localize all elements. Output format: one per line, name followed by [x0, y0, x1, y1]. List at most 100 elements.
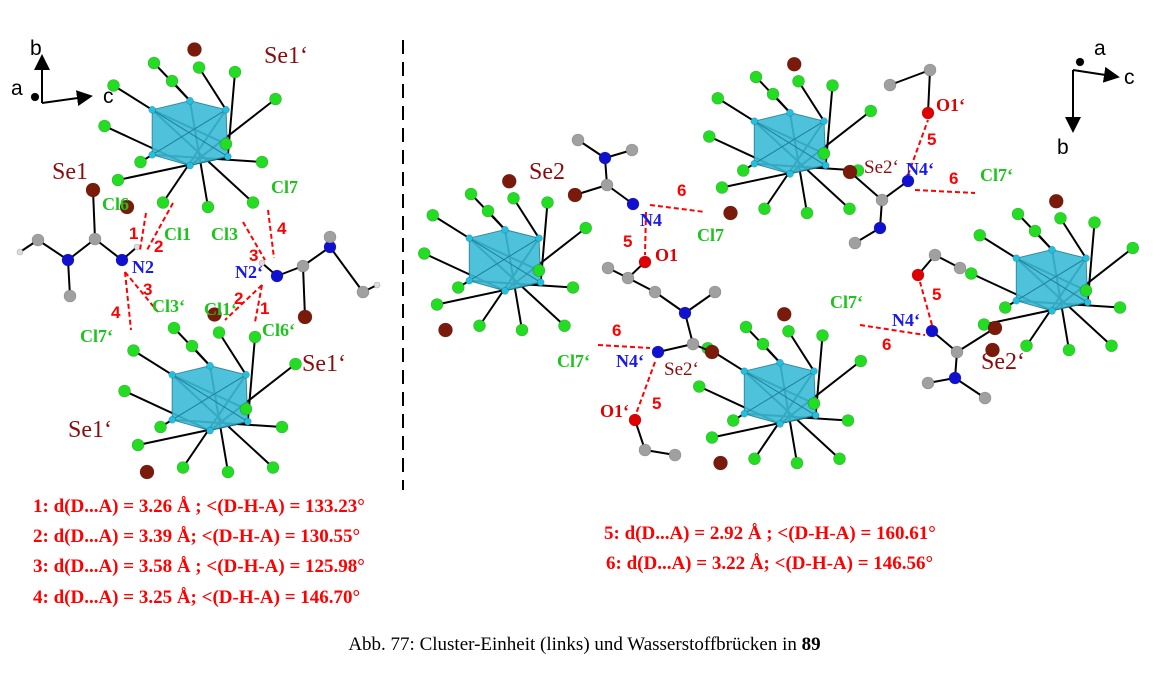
- cluster-bond: [432, 214, 470, 240]
- hbond-number: 3: [249, 246, 259, 265]
- chlorine-atom: [154, 420, 167, 434]
- nitrogen-atom: [626, 197, 640, 211]
- chlorine-atom: [127, 344, 140, 357]
- chlorine-atom: [807, 397, 821, 410]
- metal-atom: [740, 409, 749, 418]
- octahedron-edge: [744, 370, 815, 415]
- carbon-atom: [978, 391, 992, 405]
- chlorine-atom: [176, 461, 190, 474]
- hydrogen-bond: [124, 271, 132, 331]
- bond: [927, 69, 931, 114]
- selenium-atom: [567, 187, 583, 203]
- selenium-atom: [987, 320, 1003, 336]
- atom-label: N4‘: [906, 159, 934, 179]
- chlorine-atom: [255, 155, 269, 169]
- hbond-number: 6: [882, 335, 892, 354]
- metal-atom: [740, 367, 749, 376]
- selenium-atom: [842, 164, 858, 180]
- metal-atom: [465, 234, 474, 242]
- chlorine-atom: [833, 452, 846, 466]
- chlorine-atom: [266, 461, 280, 474]
- chlorine-atom: [239, 402, 253, 416]
- hydrogen-bond: [224, 284, 263, 321]
- cluster-bond: [1059, 217, 1087, 259]
- hydrogen-bond: [644, 211, 647, 256]
- carbon-atom: [88, 232, 102, 246]
- bond: [302, 265, 306, 318]
- hbond-line-6: 6: d(D...A) = 3.22 Å; <(D-H-A) = 146.56°: [606, 553, 934, 574]
- hbond-line-3: 3: d(D...A) = 3.58 Å ; <(D-H-A) = 125.98…: [33, 556, 365, 577]
- carbon-atom: [31, 233, 45, 247]
- hydrogen-bond: [146, 202, 174, 251]
- atom-label: Cl7‘: [80, 326, 113, 346]
- chlorine-atom: [515, 323, 529, 337]
- chlorine-atom: [507, 191, 520, 205]
- atom-label: Se1: [52, 159, 88, 185]
- hbond-line-1: 1: d(D...A) = 3.26 Å ; <(D-H-A) = 133.23…: [33, 496, 365, 517]
- hydrogen-bond: [254, 284, 263, 323]
- hydrogen-atom: [133, 243, 141, 251]
- chlorine-atom: [481, 204, 495, 218]
- hbond-line-2: 2: d(D...A) = 3.39 Å; <(D-H-A) = 130.55°: [33, 526, 361, 547]
- selenium-atom: [501, 173, 517, 189]
- octahedron-edge: [151, 109, 229, 158]
- octahedron-edge: [171, 374, 247, 421]
- nitrogen-atom: [948, 371, 962, 385]
- chlorine-atom: [558, 319, 571, 333]
- hydrogen-bond: [914, 189, 976, 194]
- bond: [92, 189, 96, 240]
- metal-atom: [750, 117, 759, 125]
- octahedron-edge: [754, 120, 825, 165]
- metal-atom: [224, 152, 232, 161]
- hydrogen-bond: [649, 204, 706, 213]
- axis-a-label: a: [1094, 37, 1106, 60]
- metal-atom: [148, 151, 156, 159]
- chlorine-atom: [702, 130, 716, 143]
- metal-atom: [776, 420, 784, 428]
- metal-atom: [820, 117, 828, 125]
- figure-caption: Abb. 77: Cluster-Einheit (links) und Was…: [0, 634, 1169, 656]
- hbond-number: 6: [949, 169, 959, 188]
- hbond-number: 1: [260, 299, 270, 318]
- axis-c-label: c: [103, 85, 114, 108]
- metal-atom: [206, 361, 214, 370]
- chlorine-atom: [726, 414, 740, 427]
- chlorine-atom: [473, 319, 486, 333]
- selenium-atom: [776, 306, 792, 322]
- selenium-atom: [723, 205, 738, 221]
- chlorine-atom: [782, 324, 795, 338]
- axis-c-arrow: [41, 90, 93, 107]
- carbon-atom: [708, 285, 722, 299]
- chlorine-atom: [219, 137, 233, 151]
- nitrogen-atom: [115, 253, 129, 267]
- chlorine-atom: [246, 196, 260, 209]
- cluster-bond: [787, 330, 815, 372]
- octahedron-edge: [171, 374, 249, 423]
- axis-b-label: b: [30, 37, 42, 60]
- carbon-atom: [923, 63, 937, 77]
- chlorine-atom: [841, 414, 855, 427]
- chlorine-atom: [165, 74, 179, 88]
- metal-atom: [148, 106, 156, 114]
- metal-atom: [786, 170, 794, 178]
- chlorine-atom: [464, 187, 478, 201]
- chlorine-atom: [1028, 224, 1042, 238]
- chlorine-atom: [749, 70, 763, 84]
- chlorine-atom: [864, 104, 878, 118]
- hbond-number: 2: [234, 289, 244, 308]
- nitrogen-atom: [61, 253, 75, 267]
- chlorine-atom: [221, 465, 235, 479]
- hydrogen-bond: [597, 344, 651, 349]
- cluster-bond: [198, 66, 227, 111]
- chlorine-atom: [111, 173, 125, 187]
- atom-label: Cl3: [211, 224, 238, 244]
- hbond-number: 5: [927, 130, 937, 149]
- atom-label: N2: [132, 257, 154, 277]
- axis-c-label: c: [1124, 66, 1135, 89]
- carbon-atom: [875, 193, 889, 207]
- chlorine-atom: [430, 298, 444, 311]
- octahedron-edge: [754, 120, 826, 166]
- hydrogen-bond: [124, 271, 159, 313]
- atom-label: O1‘: [936, 95, 965, 115]
- hydrogen-bond: [242, 221, 266, 261]
